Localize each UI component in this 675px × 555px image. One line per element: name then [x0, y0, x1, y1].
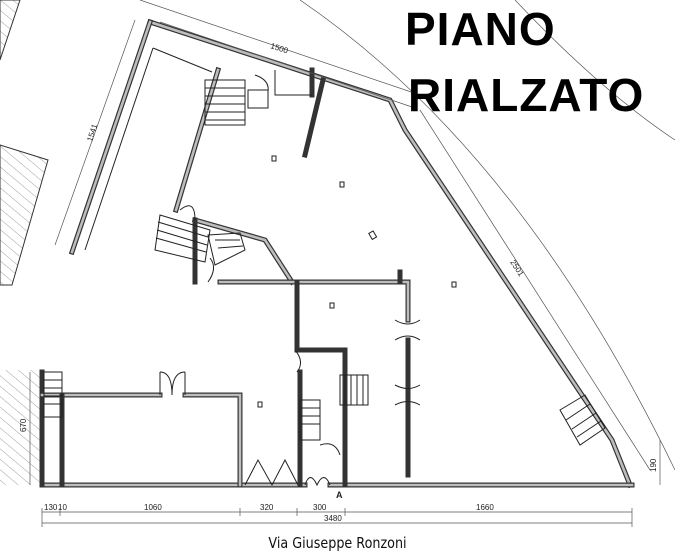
- plan-title-line1: PIANO: [405, 3, 556, 55]
- columns: [257, 155, 457, 408]
- dim-top-wall: 1500: [269, 41, 289, 55]
- dim-seg-2: 10: [58, 503, 67, 512]
- section-marker: A: [336, 490, 343, 500]
- dim-seg-3: 1060: [144, 503, 162, 512]
- door-stair-middle: [207, 257, 214, 283]
- dim-seg-1: 130: [44, 503, 58, 512]
- stair-top: [204, 79, 269, 126]
- staircases: [43, 79, 606, 446]
- double-door-upper-left: [159, 371, 186, 396]
- door-lower-center: [319, 443, 341, 456]
- door-top: [254, 74, 269, 93]
- stair-right: [559, 394, 606, 446]
- dim-left-bottom: 670: [19, 418, 28, 432]
- door-right-room-lower: [394, 384, 421, 406]
- road-curve: [139, 0, 675, 471]
- dim-seg-5: 300: [313, 503, 327, 512]
- dim-seg-4: 320: [260, 503, 274, 512]
- plan-title-line2: RIALZATO: [408, 69, 645, 121]
- stair-left: [43, 371, 63, 418]
- double-door-entrance: [244, 458, 299, 487]
- stair-middle: [154, 214, 246, 266]
- dim-left-wall: 1541: [85, 122, 99, 142]
- door-middle-top: [179, 205, 196, 221]
- dimension-lines: [29, 19, 661, 527]
- stair-lower-center: [299, 374, 369, 441]
- door-entrance-small: [304, 477, 331, 487]
- door-center: [294, 349, 301, 373]
- dim-diagonal-wall: 2501: [508, 258, 526, 278]
- dim-right-bottom: 190: [649, 458, 658, 472]
- street-name-label: Via Giuseppe Ronzoni: [268, 534, 407, 552]
- door-right-room: [394, 319, 421, 341]
- dim-seg-6: 1660: [476, 503, 494, 512]
- dim-total: 3480: [324, 514, 342, 523]
- doors: [159, 74, 421, 487]
